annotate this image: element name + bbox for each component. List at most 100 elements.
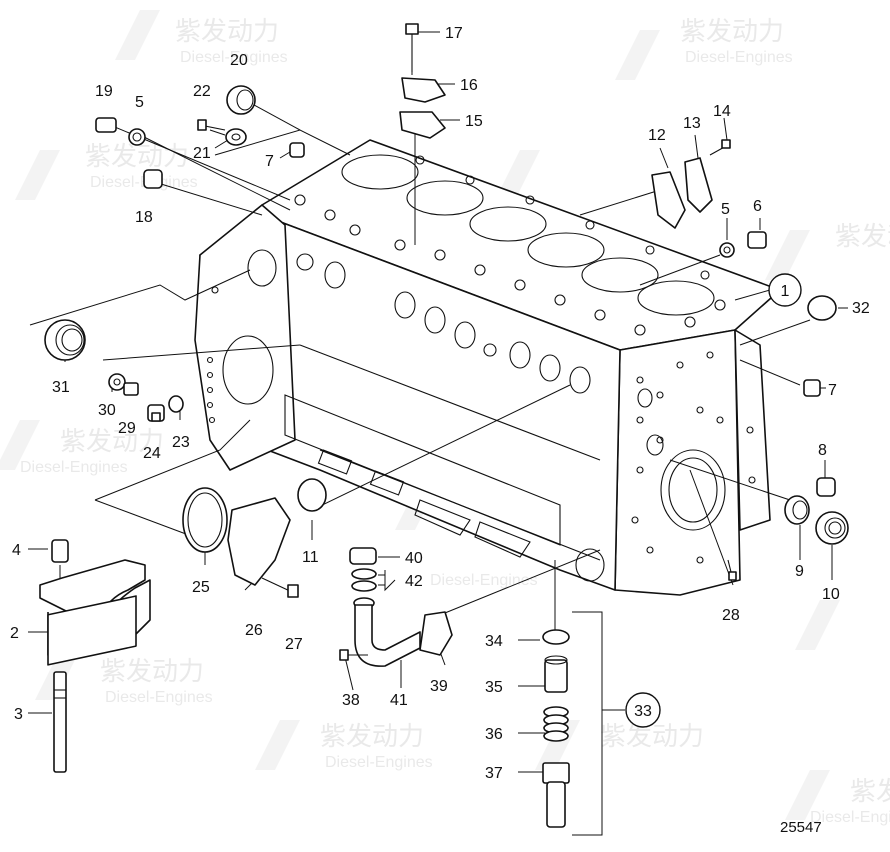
drawing-code: 25547 — [780, 819, 822, 836]
label-13: 13 — [683, 115, 701, 132]
watermark-en: Diesel-Engines — [20, 459, 128, 476]
plate-13-icon — [684, 157, 713, 213]
watermark-cn: 紫发动力 — [175, 16, 279, 46]
label-40: 40 — [405, 550, 423, 567]
label-27: 27 — [285, 636, 303, 653]
label-39: 39 — [430, 678, 448, 695]
gasket-15-icon — [399, 111, 446, 139]
plug-18-icon — [143, 169, 163, 189]
screw-38-icon — [339, 649, 368, 661]
label-21: 21 — [193, 145, 211, 162]
label-30: 30 — [98, 402, 116, 419]
callout-label: 1 — [781, 283, 790, 300]
label-5: 5 — [135, 94, 144, 111]
label-36: 36 — [485, 726, 503, 743]
dowel-4-icon — [51, 539, 69, 563]
label-23: 23 — [172, 434, 190, 451]
watermark-cn: 紫发动力 — [320, 721, 424, 751]
screw-28-icon — [727, 559, 737, 581]
label-2: 2 — [10, 625, 19, 642]
seal-9-icon — [784, 495, 810, 525]
plug-24-icon — [147, 404, 165, 422]
o-ring-42-icon — [351, 580, 377, 592]
label-35: 35 — [485, 679, 503, 696]
plug-8-icon — [816, 477, 836, 497]
label-11: 11 — [302, 549, 319, 566]
plug-29-icon — [123, 382, 139, 396]
piston-35-icon — [544, 655, 568, 693]
bolt-27-icon — [261, 577, 299, 598]
plug-7-right-icon — [803, 379, 821, 397]
washer-23-icon — [168, 395, 184, 413]
part-labels: 17 16 15 20 19 5 22 21 7 18 12 13 14 5 6… — [10, 25, 870, 836]
seal-31-icon — [44, 319, 86, 361]
gasket-12-icon — [651, 171, 686, 229]
watermark-en: Diesel-Engines — [105, 689, 213, 706]
bolt-3-icon — [53, 671, 67, 773]
washer-21-icon — [225, 128, 247, 146]
label-24: 24 — [143, 445, 161, 462]
watermark-cn: 紫发动力 — [850, 776, 890, 806]
filter-cap-40-icon — [349, 547, 377, 565]
gasket-26-icon — [227, 497, 291, 586]
o-ring-42-icon — [351, 568, 377, 580]
seal-20-icon — [226, 85, 256, 115]
watermark-cn: 紫发动力 — [100, 656, 204, 686]
callout-33: 33 — [625, 692, 661, 728]
label-28: 28 — [722, 607, 740, 624]
watermark-en: Diesel-Engines — [430, 572, 538, 589]
plug-11-icon — [297, 478, 327, 512]
label-25: 25 — [192, 579, 210, 596]
plug-6-icon — [747, 231, 767, 249]
plug-7-icon — [289, 142, 305, 158]
pipe-41-icon — [354, 604, 421, 667]
label-42: 42 — [405, 573, 423, 590]
label-12: 12 — [648, 127, 666, 144]
cylinder-block — [194, 139, 781, 596]
label-41: 41 — [390, 692, 408, 709]
label-32: 32 — [852, 300, 870, 317]
parts — [39, 23, 849, 828]
label-15: 15 — [465, 113, 483, 130]
label-3: 3 — [14, 706, 23, 723]
label-29: 29 — [118, 420, 136, 437]
screw-22-icon — [197, 119, 226, 131]
label-10: 10 — [822, 586, 840, 603]
watermark-en: Diesel-Engines — [325, 754, 433, 771]
watermark-cn: 紫发动力 — [680, 16, 784, 46]
watermark-cn: 紫发动力 — [85, 141, 189, 171]
spring-36-icon — [543, 706, 569, 742]
seal-ring-25-icon — [182, 487, 228, 553]
gasket-39-icon — [419, 611, 453, 656]
watermark-cn: 紫发动力 — [835, 221, 890, 251]
label-14: 14 — [713, 103, 731, 120]
washer-5-icon — [128, 128, 146, 146]
label-31: 31 — [52, 379, 70, 396]
label-22: 22 — [193, 83, 211, 100]
label-16: 16 — [460, 77, 478, 94]
cover-16-icon — [401, 77, 446, 103]
plug-19-icon — [95, 117, 117, 133]
washer-30-icon — [108, 373, 126, 391]
watermark-en: Diesel-Engines — [810, 809, 890, 826]
label-38: 38 — [342, 692, 360, 709]
label-5b: 5 — [721, 201, 730, 218]
label-20: 20 — [230, 52, 248, 69]
callout-label: 33 — [634, 703, 652, 720]
watermark-cn: 紫发动力 — [600, 721, 704, 751]
label-26: 26 — [245, 622, 263, 639]
bolt-17-icon — [405, 23, 419, 72]
watermark-cn: 紫发动力 — [60, 426, 164, 456]
label-7b: 7 — [828, 382, 837, 399]
washer-5-right-icon — [719, 242, 735, 258]
label-4: 4 — [12, 542, 21, 559]
bushing-34-icon — [542, 629, 570, 645]
watermark-en: Diesel-Engines — [180, 49, 288, 66]
label-19: 19 — [95, 83, 113, 100]
plug-37-icon — [542, 762, 570, 828]
label-17: 17 — [445, 25, 463, 42]
label-34: 34 — [485, 633, 503, 650]
seal-10-icon — [815, 511, 849, 545]
label-8: 8 — [818, 442, 827, 459]
